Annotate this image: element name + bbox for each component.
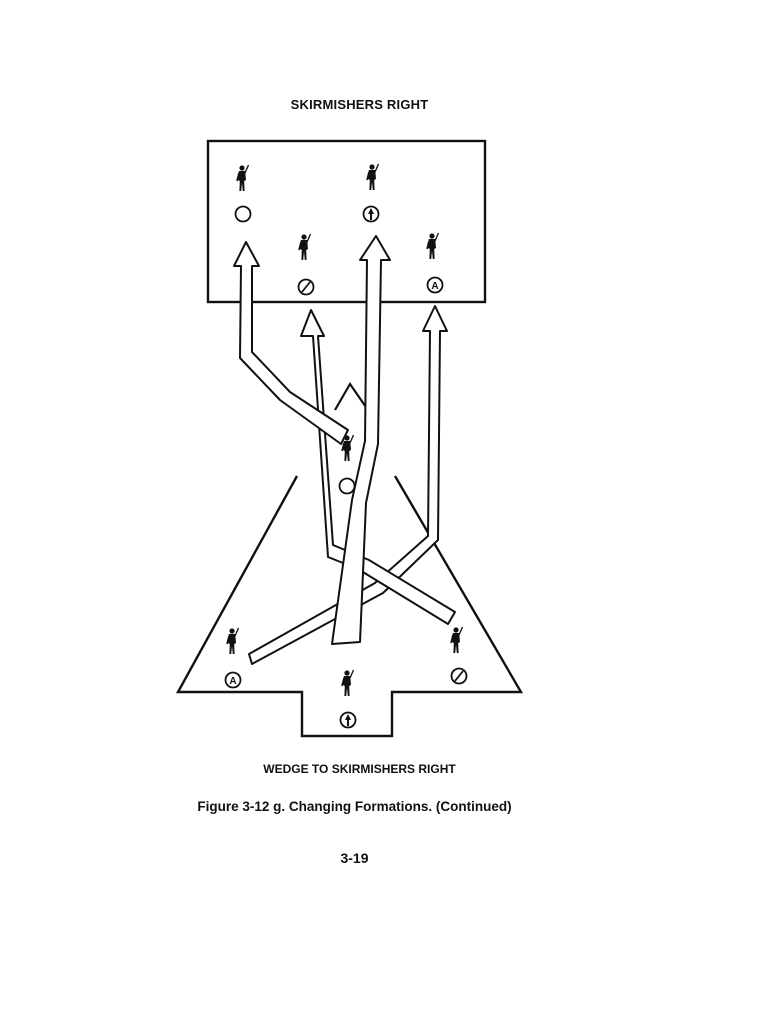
soldier-icon <box>450 626 464 654</box>
soldier-icon <box>426 232 440 260</box>
arrow-symbol-icon <box>368 208 374 220</box>
arrow-symbol-icon <box>345 714 351 726</box>
soldier-icon <box>298 233 312 261</box>
soldier-icon <box>226 627 240 655</box>
soldier-icon <box>236 164 250 192</box>
soldier-icon <box>341 669 355 697</box>
figure-caption: Figure 3-12 g. Changing Formations. (Con… <box>197 799 512 814</box>
wedge-outline <box>175 475 524 738</box>
slash-symbol-icon <box>301 281 311 293</box>
soldier-icon <box>366 163 380 191</box>
page-number: 3-19 <box>340 850 369 866</box>
movement-arrow-leader <box>233 241 349 445</box>
diagram-label: WEDGE TO SKIRMISHERS RIGHT <box>263 762 456 776</box>
skirmishers-box <box>206 139 487 304</box>
position-marker-a <box>224 671 242 689</box>
movement-arrow-center <box>331 235 391 645</box>
a-symbol: A <box>431 281 438 292</box>
movement-arrow-slash <box>300 309 456 625</box>
wedge-apex <box>334 381 369 411</box>
a-symbol: A <box>229 676 236 687</box>
page-title: SKIRMISHERS RIGHT <box>290 97 429 112</box>
slash-symbol-icon <box>454 670 464 682</box>
position-marker-a <box>426 276 444 294</box>
position-marker-plain <box>338 477 356 495</box>
position-marker-plain <box>234 205 252 223</box>
